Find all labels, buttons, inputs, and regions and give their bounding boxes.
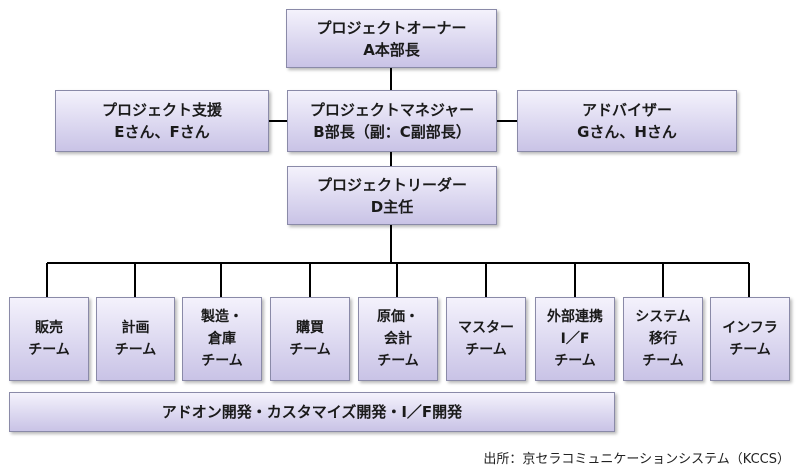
team-box-external-integration: 外部連携 I／F チーム — [535, 297, 615, 381]
project-support-box: プロジェクト支援 Eさん、Fさん — [55, 90, 269, 152]
team-label: チーム — [465, 342, 507, 358]
team-label: チーム — [729, 342, 771, 358]
leader-name: D主任 — [370, 197, 414, 216]
project-manager-box: プロジェクトマネジャー B部長（副：C副部長） — [287, 90, 497, 152]
support-name: Eさん、Fさん — [114, 123, 210, 141]
team-label: チーム — [554, 353, 596, 369]
leader-title: プロジェクトリーダー — [316, 175, 467, 194]
team-box-costing-accounting: 原価・ 会計 チーム — [358, 297, 438, 381]
project-owner-box: プロジェクトオーナー A本部長 — [286, 9, 497, 68]
team-box-purchasing: 購買 チーム — [270, 297, 350, 381]
support-title: プロジェクト支援 — [101, 101, 222, 119]
manager-title: プロジェクトマネジャー — [309, 101, 475, 119]
team-label: 倉庫 — [208, 331, 236, 347]
team-label: チーム — [114, 342, 157, 358]
team-label: 外部連携 — [547, 309, 603, 325]
source-credit: 出所：京セラコミュニケーションシステム（KCCS） — [483, 452, 790, 467]
team-label: 会計 — [384, 331, 412, 347]
team-label: 販売 — [35, 320, 63, 336]
development-bar-label: アドオン開発・カスタマイズ開発・I／F開発 — [161, 403, 463, 421]
team-box-manufacturing-warehouse: 製造・ 倉庫 チーム — [182, 297, 262, 381]
advisor-name: Gさん、Hさん — [577, 123, 677, 141]
owner-title: プロジェクトオーナー — [316, 18, 467, 37]
team-box-system-migration: システム 移行 チーム — [623, 297, 703, 381]
team-label: 移行 — [649, 331, 677, 347]
team-label: 購買 — [296, 320, 324, 336]
team-label: チーム — [642, 353, 684, 369]
team-label: インフラ — [722, 320, 778, 336]
team-box-master: マスター チーム — [446, 297, 526, 381]
project-leader-box: プロジェクトリーダー D主任 — [287, 166, 497, 225]
development-bar: アドオン開発・カスタマイズ開発・I／F開発 — [9, 392, 615, 432]
team-label: チーム — [201, 353, 243, 369]
advisor-title: アドバイザー — [581, 101, 672, 119]
team-box-planning: 計画 チーム — [96, 297, 175, 381]
team-label: チーム — [28, 342, 70, 358]
team-label: I／F — [560, 331, 590, 347]
advisor-box: アドバイザー Gさん、Hさん — [517, 90, 737, 152]
team-label: 原価・ — [377, 309, 419, 325]
team-label: 製造・ — [201, 309, 243, 325]
team-label: チーム — [377, 353, 419, 369]
team-box-infrastructure: インフラ チーム — [710, 297, 790, 381]
team-box-sales: 販売 チーム — [9, 297, 89, 381]
team-label: 計画 — [121, 320, 150, 336]
manager-name: B部長（副：C副部長） — [313, 123, 471, 141]
owner-name: A本部長 — [363, 40, 420, 59]
team-label: システム — [635, 309, 691, 325]
team-label: チーム — [289, 342, 331, 358]
team-label: マスター — [458, 320, 514, 336]
